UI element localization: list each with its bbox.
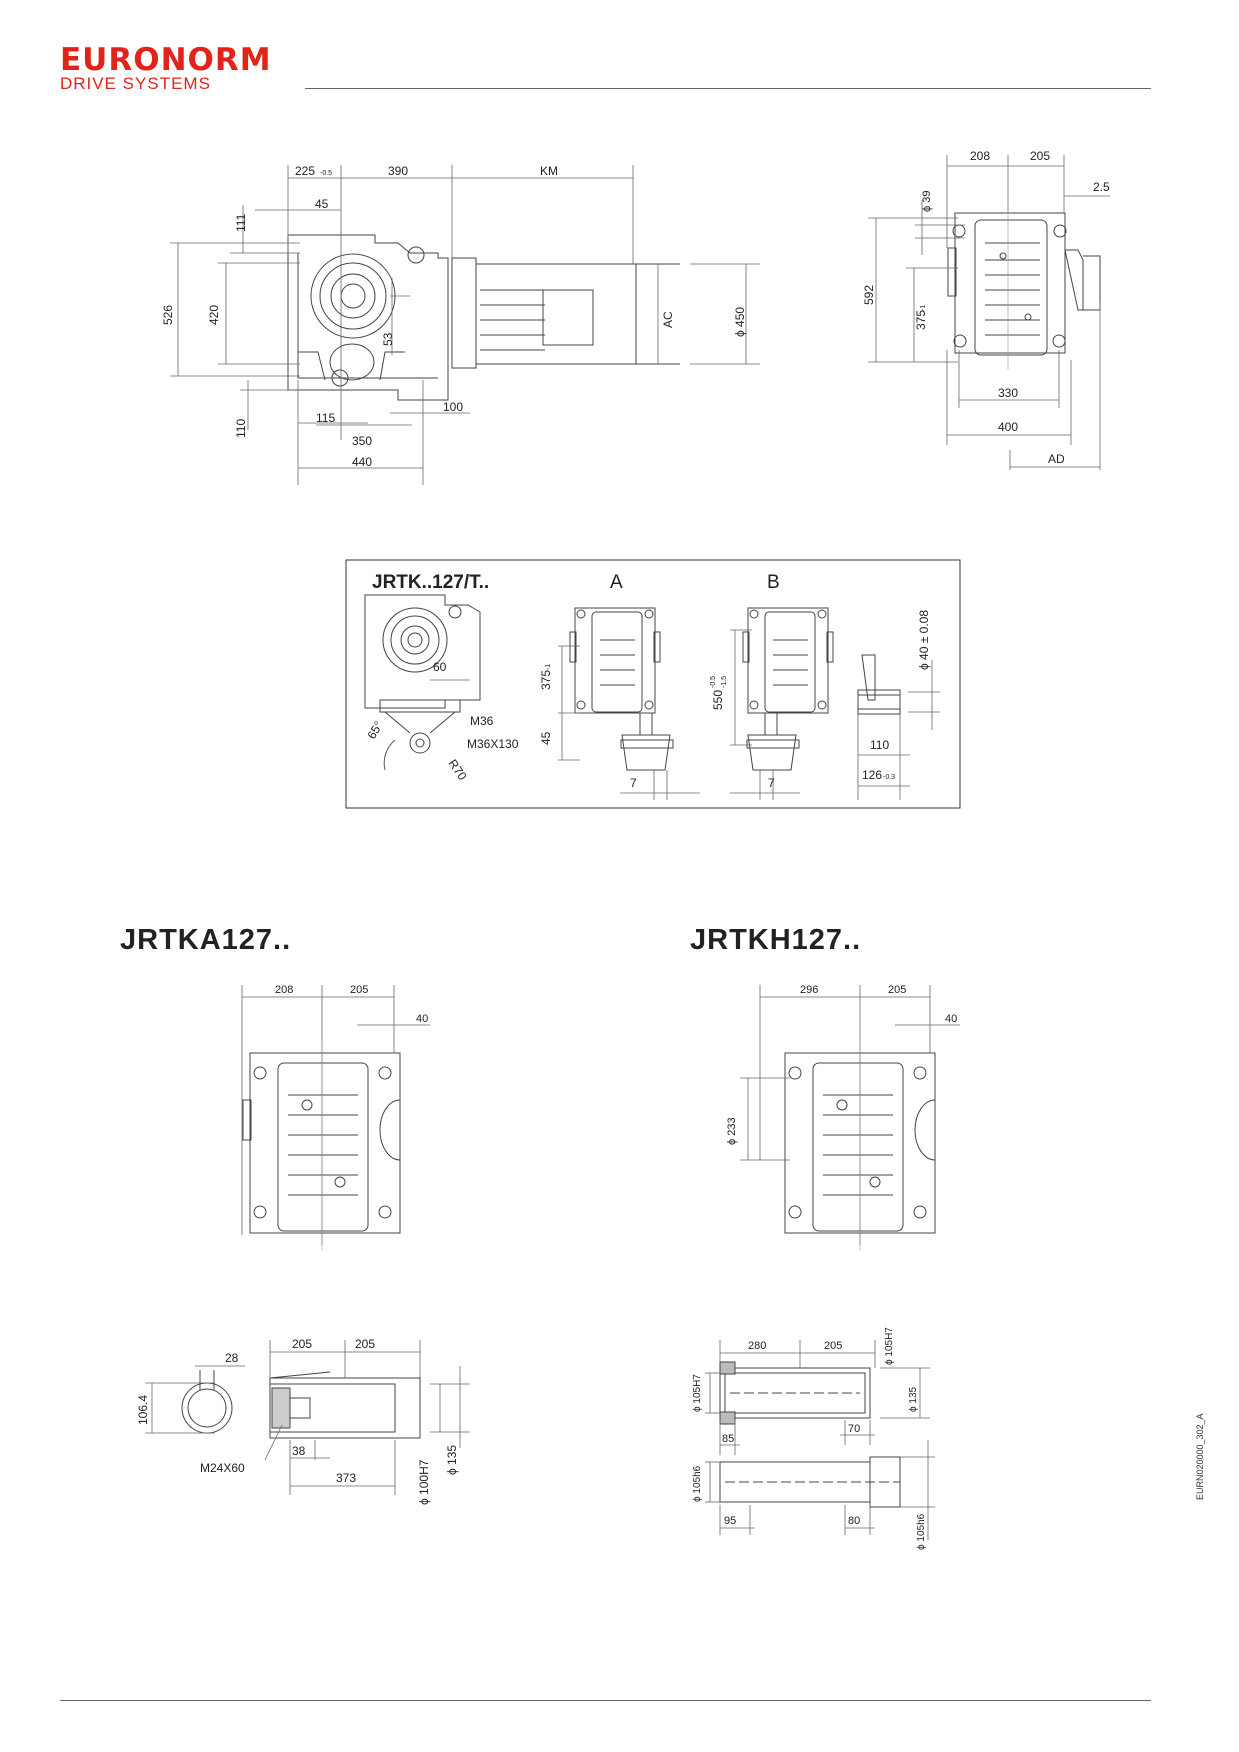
- dim-khs-135: ϕ 135: [908, 1386, 919, 1412]
- brand-logo: EURONORM DRIVE SYSTEMS: [60, 42, 272, 93]
- arm-gear-view: [364, 594, 481, 771]
- dim-ka-205: 205: [350, 984, 368, 996]
- dim-side-400: 400: [998, 420, 1018, 434]
- dim-side-330: 330: [998, 386, 1018, 400]
- dim-khs-80: 80: [848, 1515, 860, 1527]
- dim-arm-45: 45: [539, 731, 553, 745]
- brand-tagline: DRIVE SYSTEMS: [60, 74, 211, 93]
- dim-arm-550-tol-up: -0.5: [710, 676, 717, 688]
- brand-name: EURONORM: [60, 42, 272, 78]
- dim-arm-40: ϕ 40 ± 0.08: [917, 610, 931, 670]
- dim-arm-60: 60: [433, 660, 447, 674]
- dim-53: 53: [381, 332, 395, 346]
- ka-shaft-dimension-lines: [145, 1340, 470, 1495]
- arm-box-title: JRTK..127/T..: [372, 572, 489, 593]
- dim-100: 100: [443, 400, 463, 414]
- footer-rule: [60, 1700, 1151, 1701]
- dim-arm-110: 110: [870, 738, 889, 752]
- dim-225: 225: [295, 164, 315, 178]
- dim-arm-m36: M36: [470, 714, 494, 728]
- dim-arm-7a: 7: [630, 776, 637, 790]
- dim-khs-105h6-left: ϕ 105h6: [692, 1465, 703, 1502]
- ka-shaft-section: [269, 1371, 421, 1439]
- kh-shaft-dimension-lines: [705, 1340, 935, 1540]
- center-lines: [321, 200, 1009, 1250]
- dim-side-375: 375: [914, 310, 928, 330]
- front-view-outline: [287, 234, 680, 401]
- variant-a-title: JRTKA127..: [120, 924, 292, 956]
- dim-526: 526: [161, 305, 175, 325]
- dim-kas-373: 373: [336, 1471, 356, 1485]
- dim-khs-205: 205: [824, 1340, 842, 1352]
- kh-shaft-section: [719, 1361, 871, 1425]
- dim-kas-205a: 205: [292, 1337, 312, 1351]
- dim-km: KM: [540, 164, 558, 178]
- dim-225-tol: -0.5: [320, 170, 332, 177]
- side-view-dimension-lines: [868, 155, 1110, 470]
- dim-arm-126-tol: -0.3: [883, 774, 895, 781]
- arm-dimension-lines: [430, 629, 940, 800]
- ka-shaft-ring: [181, 1370, 233, 1434]
- dim-arm-550-tol-dn: -1.5: [721, 676, 728, 688]
- ka-gear-outline: [242, 1052, 401, 1234]
- dim-arm-126: 126: [862, 768, 882, 782]
- variant-h-title: JRTKH127..: [690, 924, 862, 956]
- dim-arm-r70: R70: [446, 757, 470, 783]
- dim-kas-38: 38: [292, 1444, 306, 1458]
- dim-khs-105h6-bot: ϕ 105h6: [916, 1513, 927, 1550]
- dim-kh-296: 296: [800, 984, 818, 996]
- dim-arm-375: 375: [539, 670, 553, 690]
- dim-ka-208: 208: [275, 984, 293, 996]
- dim-kas-106: 106.4: [136, 1395, 150, 1425]
- dim-kas-205b: 205: [355, 1337, 375, 1351]
- dim-kas-28: 28: [225, 1351, 239, 1365]
- dim-110: 110: [234, 419, 248, 438]
- dim-side-592: 592: [862, 285, 876, 305]
- dim-side-208: 208: [970, 149, 990, 163]
- dim-kh-205: 205: [888, 984, 906, 996]
- arm-view-a: [569, 607, 674, 771]
- dim-390: 390: [388, 164, 408, 178]
- dim-khs-280: 280: [748, 1340, 766, 1352]
- side-view-outline: [947, 212, 1101, 356]
- dim-side-205: 205: [1030, 149, 1050, 163]
- dim-440: 440: [352, 455, 372, 469]
- kh-shaft-pin: [719, 1456, 901, 1508]
- dim-side-39: ϕ 39: [921, 191, 933, 212]
- dim-kas-135: ϕ 135: [445, 1445, 459, 1475]
- dim-kas-m24: M24X60: [200, 1461, 245, 1475]
- dim-kh-40: 40: [945, 1013, 957, 1025]
- dim-kh-233: ϕ 233: [726, 1117, 738, 1145]
- dim-arm-375-tol: -1: [545, 664, 552, 670]
- arm-view-b: [742, 607, 834, 771]
- dim-side-ad: AD: [1048, 452, 1065, 466]
- arm-bushing: [857, 654, 901, 715]
- dim-111: 111: [234, 213, 248, 232]
- dim-khs-95: 95: [724, 1515, 736, 1527]
- dim-khs-105h7-top: ϕ 105H7: [884, 1327, 895, 1365]
- dim-115: 115: [316, 411, 335, 425]
- dim-ka-40: 40: [416, 1013, 428, 1025]
- dim-side-2-5: 2.5: [1093, 180, 1110, 194]
- arm-label-a: A: [610, 572, 623, 593]
- dim-khs-105h7-left: ϕ 105H7: [692, 1374, 703, 1412]
- dim-ac: AC: [661, 311, 675, 328]
- dim-arm-7b: 7: [768, 776, 775, 790]
- dim-45: 45: [315, 197, 329, 211]
- torque-arm-box: [345, 559, 961, 809]
- dim-kas-100: ϕ 100H7: [417, 1459, 431, 1505]
- dim-420: 420: [207, 305, 221, 325]
- dim-arm-m36x130: M36X130: [467, 737, 519, 751]
- dim-arm-65: 65°: [364, 719, 385, 742]
- dim-khs-85: 85: [722, 1433, 734, 1445]
- dim-350: 350: [352, 434, 372, 448]
- dim-khs-70: 70: [848, 1423, 860, 1435]
- dim-arm-550: 550: [711, 690, 725, 710]
- arm-label-b: B: [767, 572, 780, 593]
- header-rule: [305, 88, 1151, 89]
- dim-side-375-tol: -1: [920, 305, 927, 311]
- dim-450: ϕ 450: [733, 307, 747, 337]
- front-view-dimension-lines: [170, 165, 760, 485]
